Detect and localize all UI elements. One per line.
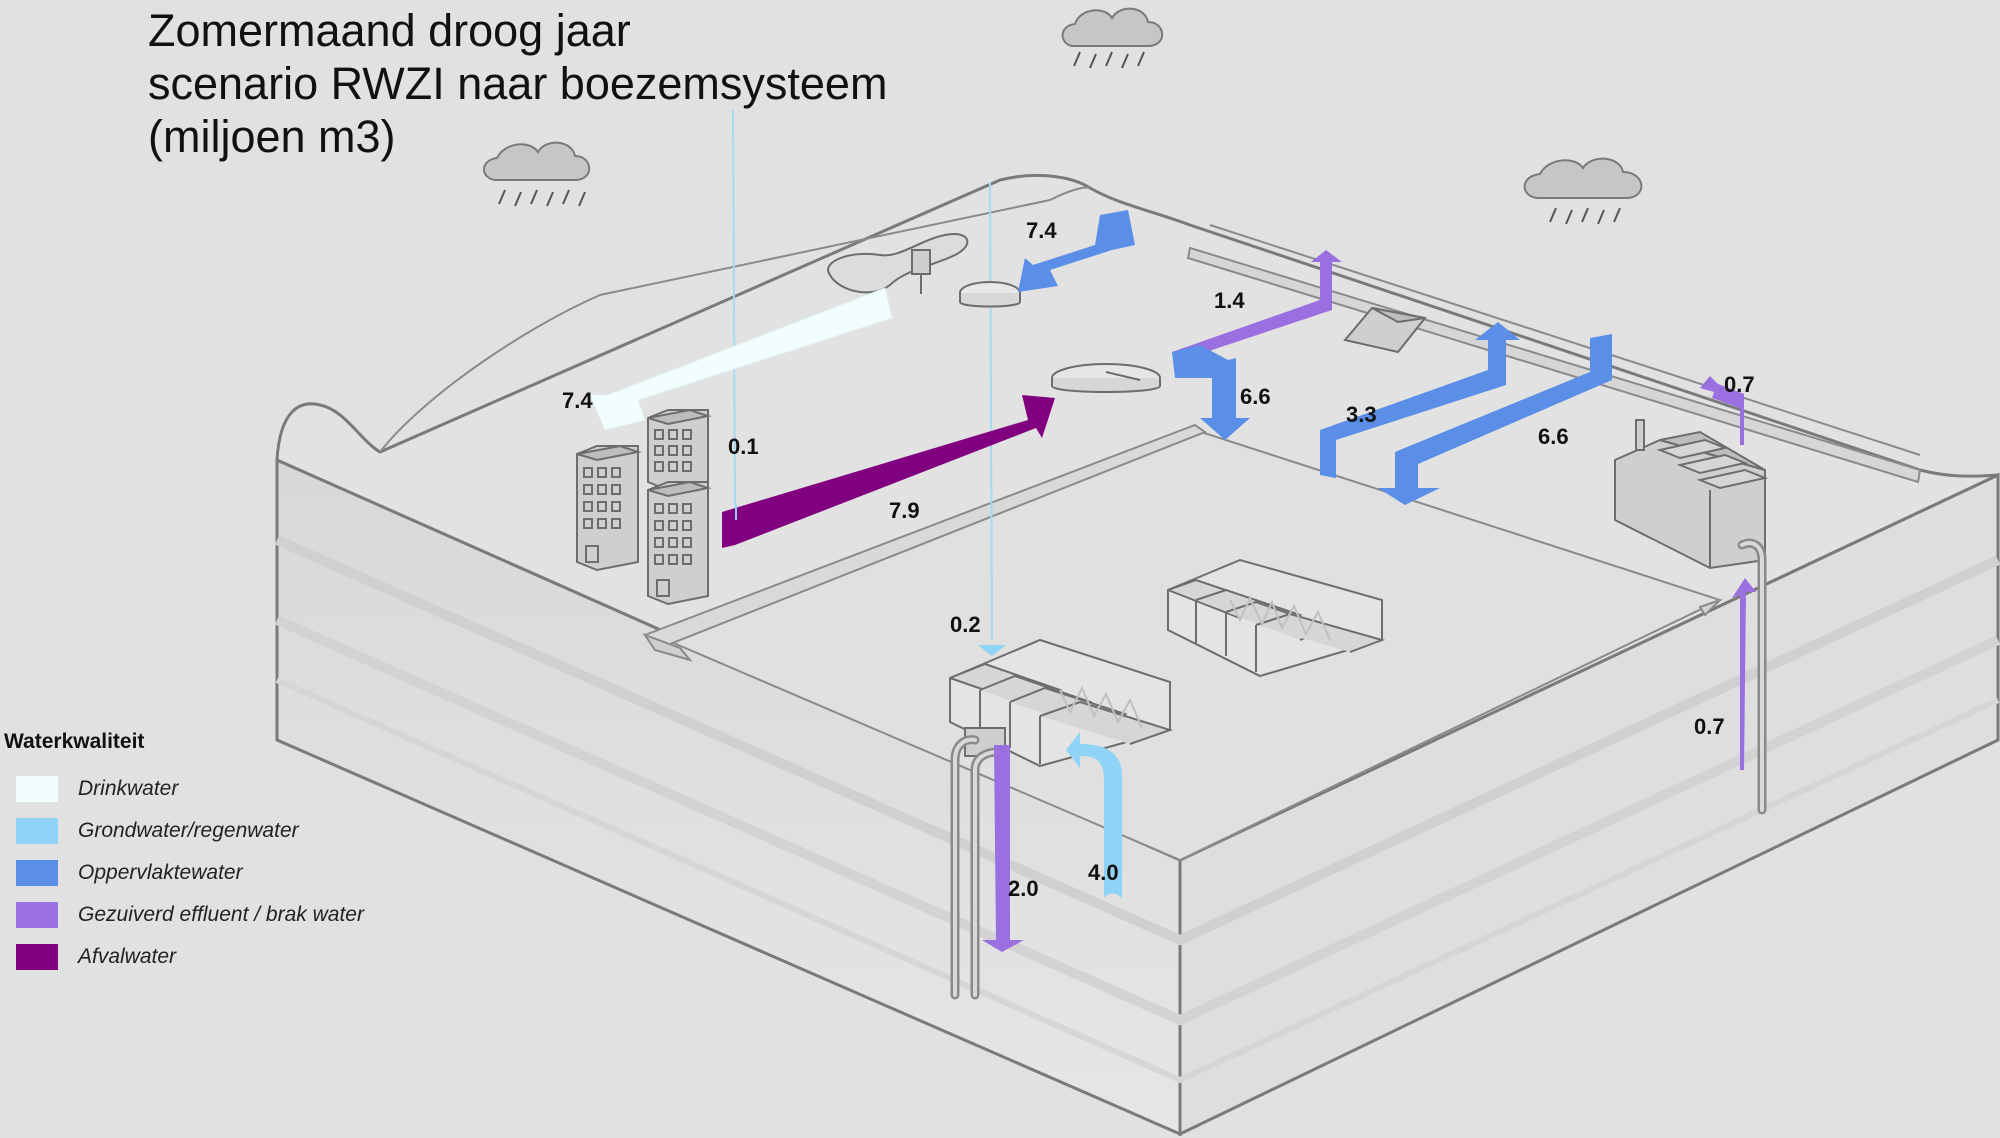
legend: Waterkwaliteit Drinkwater Grondwater/reg…	[4, 730, 364, 978]
label-greenhouse-effluent: 2.0	[1008, 876, 1039, 901]
label-effluent: 1.4	[1214, 288, 1245, 313]
legend-item-drinkwater: Drinkwater	[4, 768, 364, 810]
label-groundwater-small: 0.1	[728, 434, 759, 459]
title-line-2: scenario RWZI naar boezemsysteem	[148, 58, 888, 109]
flow-arrow-industry-groundwater	[1732, 578, 1756, 770]
greenhouse-icon	[1167, 558, 1386, 678]
pumping-station	[1343, 306, 1427, 354]
legend-label: Afvalwater	[78, 945, 177, 968]
flow-arrow-afvalwater	[722, 395, 1055, 548]
flow-arrow-greenhouse-groundwater	[1066, 732, 1122, 898]
flow-arrow-rain	[978, 645, 1006, 656]
label-drinkwater: 7.4	[562, 388, 593, 413]
drinking-water-works	[827, 233, 1021, 308]
label-surface-branch: 3.3	[1346, 402, 1377, 427]
flow-arrow-groundwater-small	[735, 505, 737, 520]
cloud-rain-icon	[1061, 7, 1164, 69]
flow-arrow-surface-down	[1172, 345, 1250, 440]
flow-arrow-drinkwater	[589, 287, 893, 431]
flow-arrow-surface-to-treatment	[1018, 210, 1135, 292]
cloud-rain-icon	[1523, 157, 1643, 225]
flow-arrow-greenhouse-effluent	[982, 745, 1024, 952]
title-line-3: (miljoen m3)	[148, 111, 396, 162]
flow-value-labels: 7.4 7.4 0.1 7.9 1.4 6.6 3.3 6.6 0.7 0.7 …	[562, 218, 1755, 901]
flow-arrow-surface-branch	[1320, 322, 1520, 478]
legend-label: Gezuiverd effluent / brak water	[78, 903, 364, 926]
label-rain: 0.2	[950, 612, 981, 637]
legend-item-grondwater: Grondwater/regenwater	[4, 810, 364, 852]
landscape-block	[274, 173, 2000, 1137]
legend-item-oppervlaktewater: Oppervlaktewater	[4, 852, 364, 894]
building-icon	[576, 444, 642, 572]
legend-title: Waterkwaliteit	[4, 730, 145, 753]
legend-swatch	[16, 776, 58, 802]
building-icon	[647, 408, 712, 492]
rwzi-clarifier	[1051, 363, 1161, 393]
label-surface-down: 6.6	[1240, 384, 1271, 409]
diagram-title: Zomermaand droog jaar scenario RWZI naar…	[148, 4, 887, 163]
legend-item-afvalwater: Afvalwater	[4, 936, 364, 978]
building-icon	[647, 480, 712, 606]
label-greenhouse-groundwater: 4.0	[1088, 860, 1119, 885]
legend-label: Oppervlaktewater	[78, 861, 243, 884]
legend-label: Drinkwater	[78, 777, 179, 800]
label-industry-groundwater: 0.7	[1694, 714, 1725, 739]
cloud-rain-icon	[483, 141, 591, 207]
label-afvalwater: 7.9	[889, 498, 920, 523]
legend-swatch	[16, 944, 58, 970]
label-surface-main: 6.6	[1538, 424, 1569, 449]
label-surface-to-treatment: 7.4	[1026, 218, 1057, 243]
city-buildings	[576, 408, 712, 606]
factory-icon	[1614, 419, 1769, 570]
flow-arrow-industry-effluent	[1700, 376, 1744, 445]
legend-swatch	[16, 818, 58, 844]
legend-swatch	[16, 902, 58, 928]
legend-swatch	[16, 860, 58, 886]
title-line-1: Zomermaand droog jaar	[148, 5, 631, 56]
legend-item-effluent: Gezuiverd effluent / brak water	[4, 894, 364, 936]
legend-label: Grondwater/regenwater	[78, 819, 299, 842]
label-industry-effluent: 0.7	[1724, 372, 1755, 397]
greenhouse-icon	[949, 638, 1174, 768]
flow-arrow-surface-main	[1378, 334, 1612, 505]
